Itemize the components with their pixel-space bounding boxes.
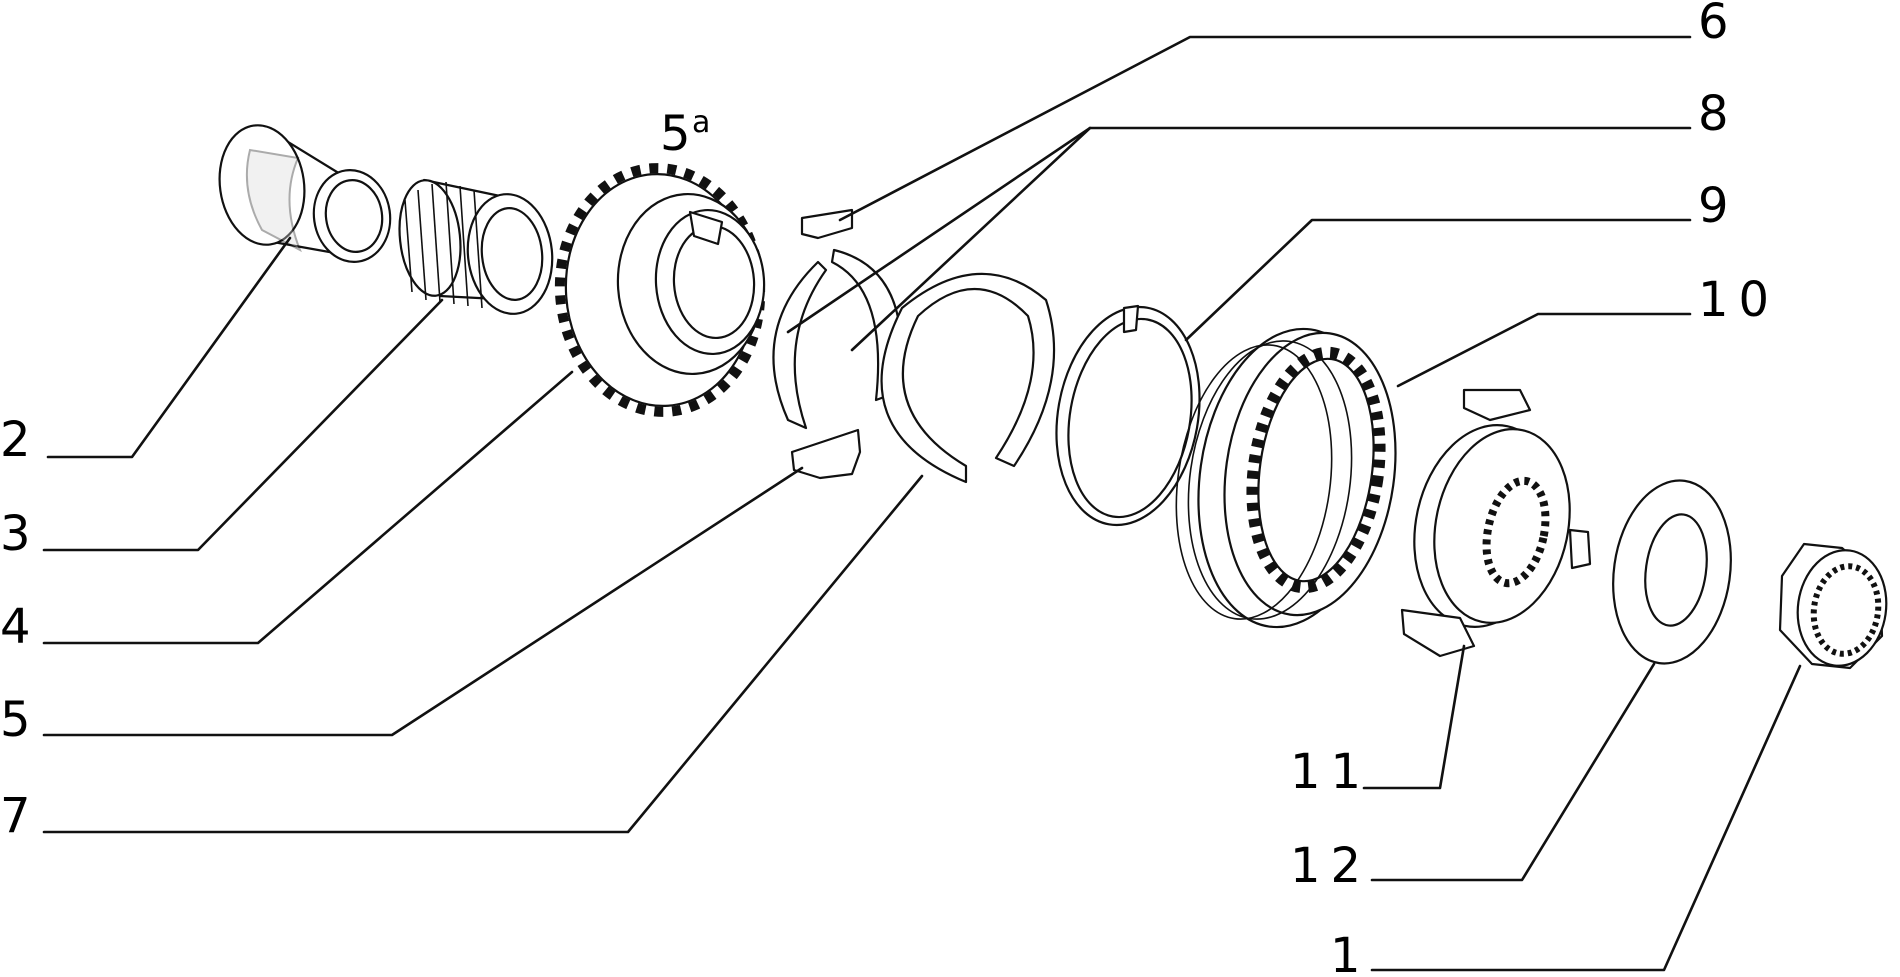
leader-3 xyxy=(42,298,444,552)
part-12-washer xyxy=(1612,479,1732,665)
label-7: 7 xyxy=(0,788,41,844)
label-9: 9 xyxy=(1698,178,1739,234)
label-3: 3 xyxy=(0,506,41,562)
label-12: 12 xyxy=(1290,838,1371,894)
leader-9 xyxy=(1184,218,1692,342)
part-5-block xyxy=(790,428,862,480)
part-8-segments xyxy=(772,248,903,430)
label-11: 11 xyxy=(1290,744,1371,800)
part-6-block xyxy=(800,208,854,240)
label-4: 4 xyxy=(0,599,41,655)
part-1-nut xyxy=(1778,542,1888,670)
label-6: 6 xyxy=(1698,0,1739,50)
label-5: 5 xyxy=(0,692,41,748)
leader-7 xyxy=(42,474,924,834)
leader-10 xyxy=(1396,312,1692,388)
part-9-spring-ring xyxy=(1055,304,1201,527)
label-1: 1 xyxy=(1330,928,1371,977)
leader-lines xyxy=(42,35,1802,972)
label-8: 8 xyxy=(1698,86,1739,142)
part-10-sleeve xyxy=(1175,327,1397,629)
leader-4 xyxy=(42,370,574,645)
leader-1 xyxy=(1370,664,1802,972)
part-3-roller-cage xyxy=(398,178,554,315)
leader-8b xyxy=(850,126,1092,352)
part-2-bushing xyxy=(218,124,392,263)
callout-labels: 2 3 4 5 7 5 a 6 8 9 10 11 12 1 xyxy=(0,0,1779,977)
label-5a: 5 xyxy=(660,106,701,162)
leader-12 xyxy=(1370,662,1656,882)
part-4-gear xyxy=(554,163,766,417)
label-5a-superscript: a xyxy=(692,105,710,140)
leader-5 xyxy=(42,466,804,737)
leader-6 xyxy=(838,35,1692,222)
label-2: 2 xyxy=(0,412,41,468)
label-10: 10 xyxy=(1698,272,1779,328)
part-11-hub xyxy=(1400,388,1592,658)
leader-2 xyxy=(46,236,292,459)
leader-11 xyxy=(1362,644,1466,790)
part-7-ring xyxy=(880,272,1056,484)
